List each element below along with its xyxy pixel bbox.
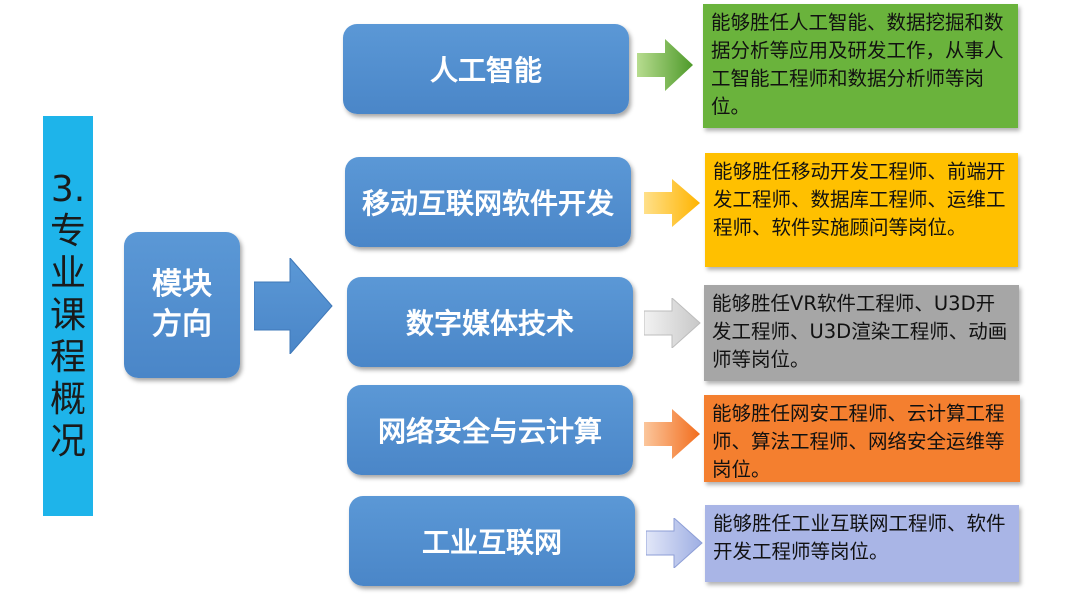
- direction-industrial-internet-title: 工业互联网: [421, 526, 562, 559]
- desc-security-cloud-text: 能够胜任网安工程师、云计算工程师、算法工程师、网络安全运维等岗位。: [712, 402, 1005, 481]
- arrow-industrial-internet-icon: [646, 518, 703, 568]
- direction-mobile: 移动互联网软件开发: [345, 157, 631, 247]
- desc-industrial-internet: 能够胜任工业互联网工程师、软件开发工程师等岗位。: [705, 505, 1019, 582]
- direction-mobile-title: 移动互联网软件开发: [361, 187, 614, 220]
- desc-industrial-internet-text: 能够胜任工业互联网工程师、软件开发工程师等岗位。: [713, 512, 1006, 563]
- arrow-security-cloud-icon: [644, 409, 700, 459]
- section-title: 3.专业课程概况: [50, 169, 87, 462]
- desc-ai-text: 能够胜任人工智能、数据挖掘和数据分析等应用及研发工作，从事人工智能工程师和数据分…: [711, 11, 1004, 118]
- section-title-bar: 3.专业课程概况: [43, 116, 93, 516]
- arrow-ai-icon: [637, 39, 693, 91]
- direction-security-cloud: 网络安全与云计算: [347, 385, 633, 475]
- desc-security-cloud: 能够胜任网安工程师、云计算工程师、算法工程师、网络安全运维等岗位。: [704, 395, 1020, 482]
- direction-security-cloud-title: 网络安全与云计算: [377, 415, 602, 448]
- desc-ai: 能够胜任人工智能、数据挖掘和数据分析等应用及研发工作，从事人工智能工程师和数据分…: [703, 4, 1018, 128]
- direction-digital-media-title: 数字媒体技术: [405, 307, 574, 340]
- direction-industrial-internet: 工业互联网: [349, 496, 635, 586]
- desc-digital-media: 能够胜任VR软件工程师、U3D开发工程师、U3D渲染工程师、动画师等岗位。: [704, 285, 1019, 381]
- arrow-digital-media-icon: [644, 298, 701, 348]
- main-arrow-icon: [254, 258, 333, 354]
- direction-ai-title: 人工智能: [429, 54, 542, 87]
- module-direction-box: 模块方向: [124, 232, 240, 378]
- desc-mobile: 能够胜任移动开发工程师、前端开发工程师、数据库工程师、运维工程师、软件实施顾问等…: [705, 153, 1018, 267]
- direction-ai: 人工智能: [343, 24, 629, 114]
- module-direction-label: 模块方向: [152, 267, 212, 342]
- arrow-mobile-icon: [644, 179, 700, 227]
- desc-mobile-text: 能够胜任移动开发工程师、前端开发工程师、数据库工程师、运维工程师、软件实施顾问等…: [713, 160, 1006, 239]
- desc-digital-media-text: 能够胜任VR软件工程师、U3D开发工程师、U3D渲染工程师、动画师等岗位。: [712, 292, 1008, 371]
- direction-digital-media: 数字媒体技术: [347, 277, 633, 367]
